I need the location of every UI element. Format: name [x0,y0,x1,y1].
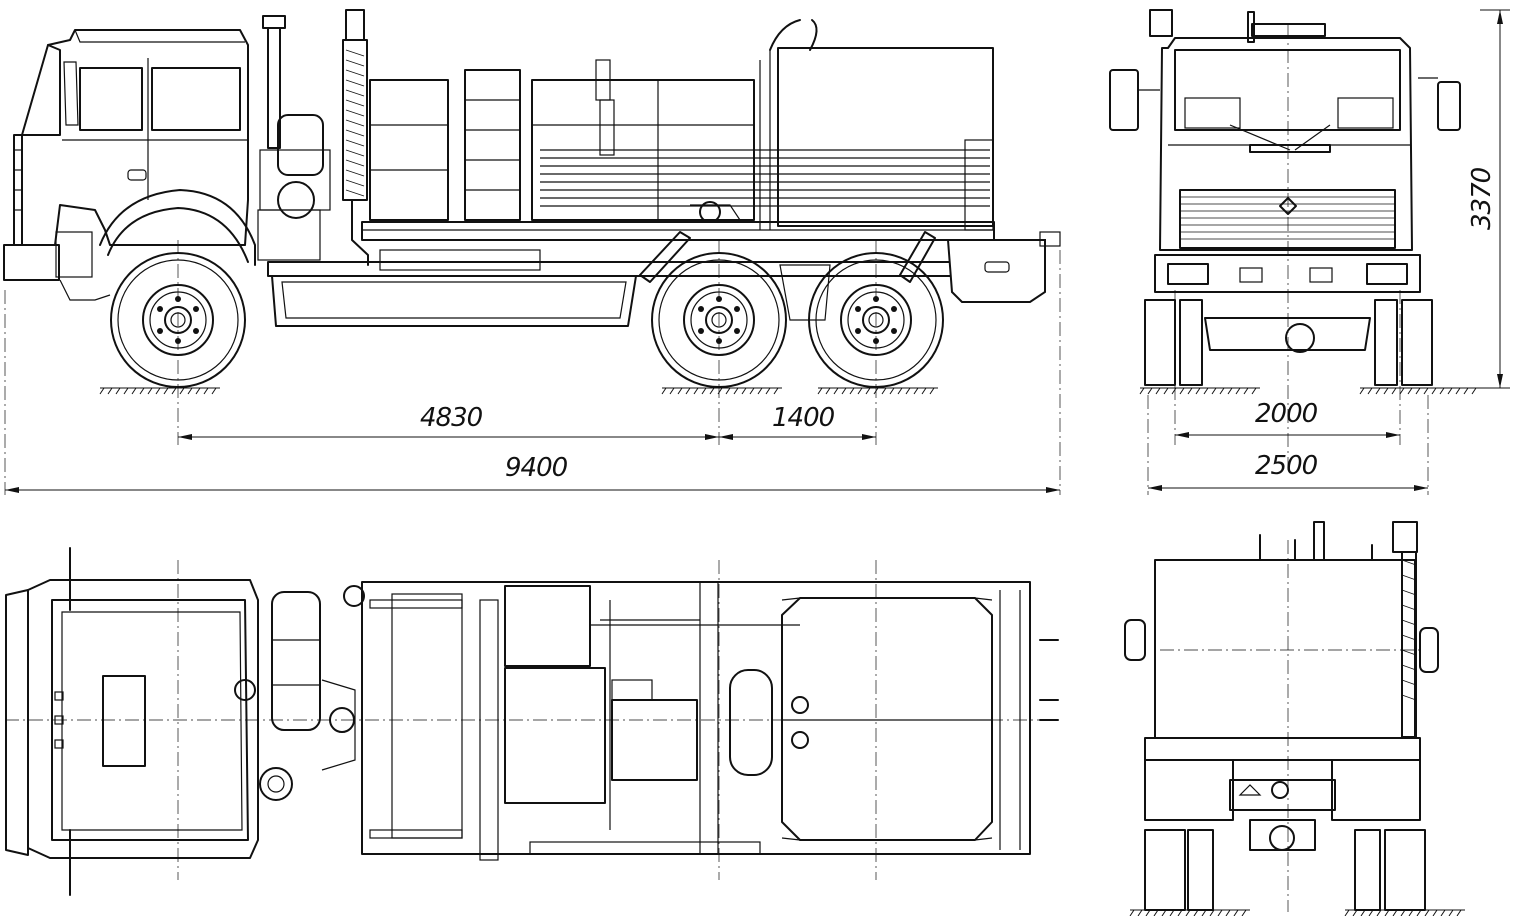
rear-view [1124,521,1466,916]
dim-track-width: 2000 [1255,399,1318,429]
exhaust-stack [342,9,369,266]
cab-side [3,29,256,301]
side-view [3,9,1061,495]
ground-line [817,387,939,395]
equipment-body-side [361,19,995,241]
ground-line [661,387,783,395]
top-view [5,547,1060,896]
equipment-body-top [361,581,1059,861]
dim-overall-width: 2500 [1255,451,1318,481]
chassis-side [267,231,1061,327]
cab-top [5,547,259,896]
front-dimensions: 2000 2500 3370 [1148,9,1510,491]
dim-axle-spacing: 1400 [772,403,835,433]
front-view [1109,9,1481,495]
side-dimensions: 4830 1400 9400 [5,403,1060,493]
dim-overall-height: 3370 [1467,167,1497,230]
ground-line [99,387,221,395]
dim-overall-length: 9400 [505,453,568,483]
pipe-rack [540,139,994,231]
dim-wheelbase: 4830 [420,403,483,433]
engine-top [259,585,365,801]
intake-stack [257,15,331,261]
